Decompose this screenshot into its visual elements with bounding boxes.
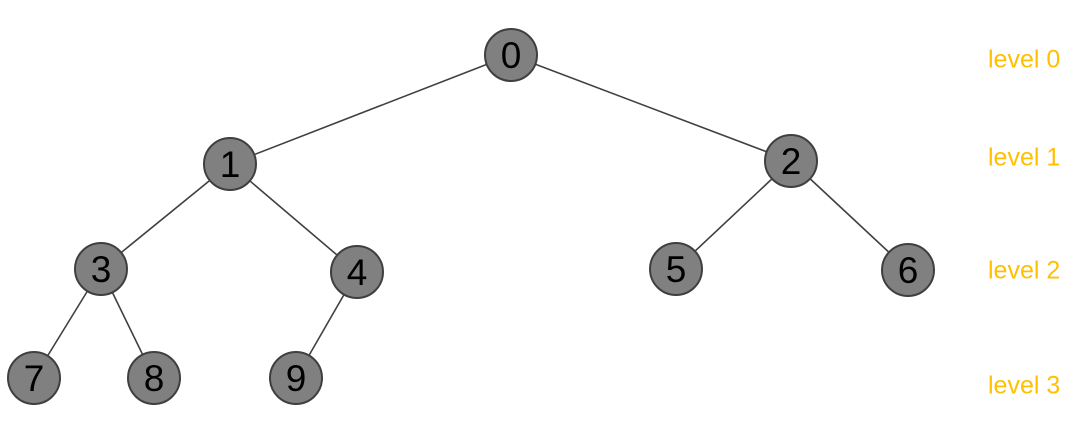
tree-node-0: 0 xyxy=(484,28,538,82)
node-circle-6 xyxy=(881,243,935,297)
node-label-3: 3 xyxy=(91,249,112,290)
node-circle-0 xyxy=(484,28,538,82)
node-circle-4 xyxy=(330,245,384,299)
tree-node-7: 7 xyxy=(7,351,61,405)
edge-1-3 xyxy=(100,163,231,270)
node-label-1: 1 xyxy=(220,144,241,185)
node-label-4: 4 xyxy=(347,252,368,293)
tree-node-5: 5 xyxy=(649,242,703,296)
tree-node-1: 1 xyxy=(203,137,257,191)
node-circle-3 xyxy=(74,242,128,296)
node-label-7: 7 xyxy=(24,358,45,399)
node-circle-9 xyxy=(269,351,323,405)
tree-node-2: 2 xyxy=(764,134,818,188)
level-label-2: level 2 xyxy=(988,256,1061,285)
tree-node-4: 4 xyxy=(330,245,384,299)
node-label-0: 0 xyxy=(501,35,522,76)
edge-0-1 xyxy=(229,54,512,165)
node-label-9: 9 xyxy=(286,358,307,399)
edge-0-2 xyxy=(510,54,792,162)
node-label-6: 6 xyxy=(898,250,919,291)
node-label-8: 8 xyxy=(144,358,165,399)
node-circle-5 xyxy=(649,242,703,296)
node-label-5: 5 xyxy=(666,249,687,290)
tree-node-6: 6 xyxy=(881,243,935,297)
node-circle-7 xyxy=(7,351,61,405)
node-circle-2 xyxy=(764,134,818,188)
node-label-2: 2 xyxy=(781,141,802,182)
tree-node-8: 8 xyxy=(127,351,181,405)
node-circle-8 xyxy=(127,351,181,405)
level-label-1: level 1 xyxy=(988,143,1061,172)
edge-1-4 xyxy=(229,163,358,273)
node-circle-1 xyxy=(203,137,257,191)
level-label-3: level 3 xyxy=(988,371,1061,400)
level-label-0: level 0 xyxy=(988,45,1061,74)
tree-node-3: 3 xyxy=(74,242,128,296)
tree-node-9: 9 xyxy=(269,351,323,405)
